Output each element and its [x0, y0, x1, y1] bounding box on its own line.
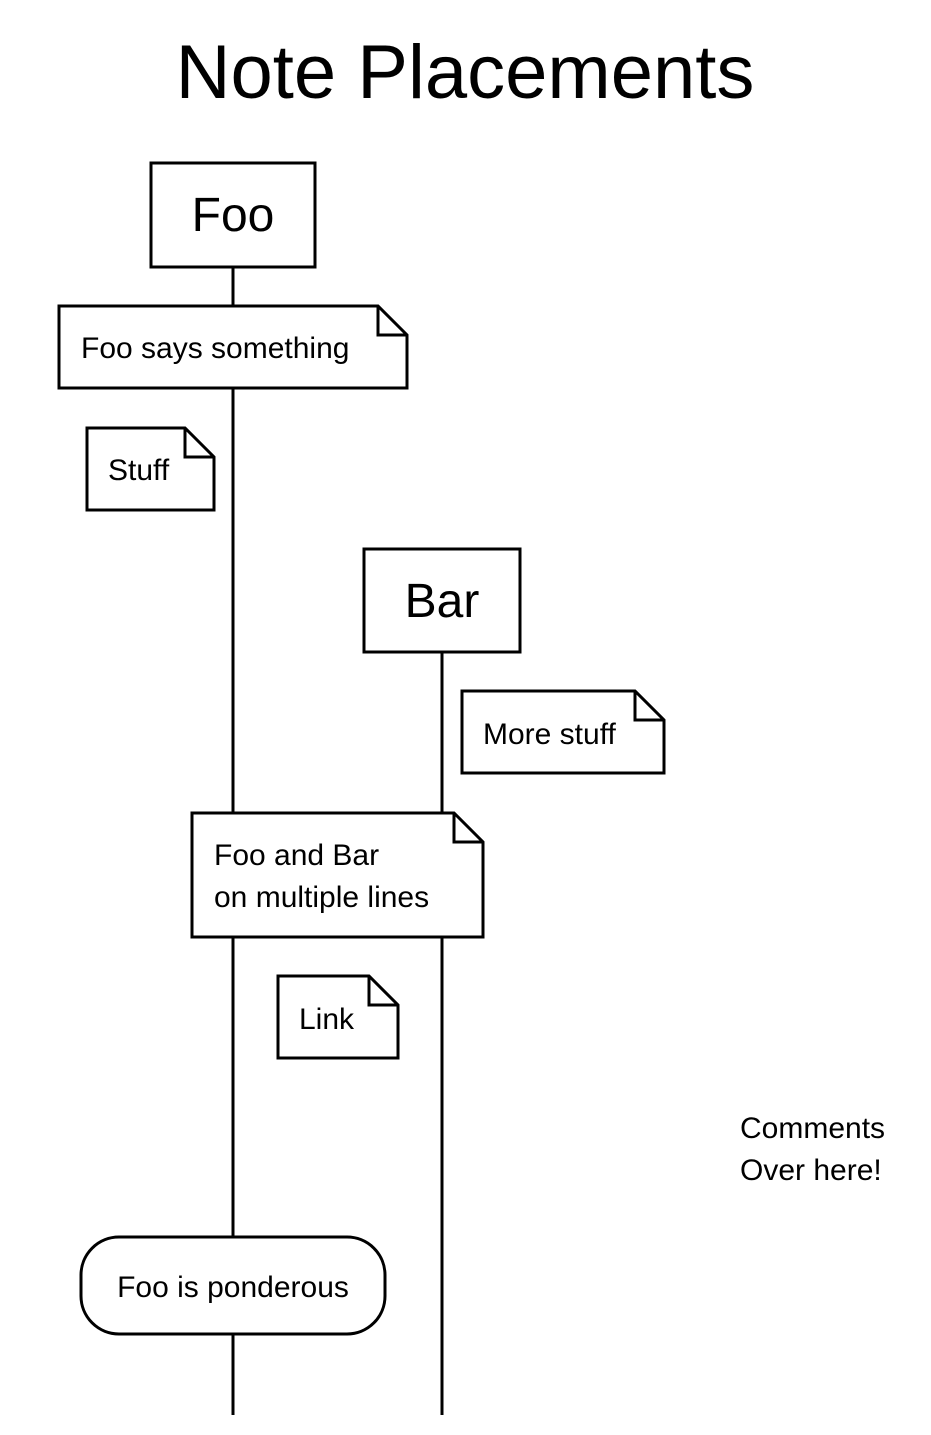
actor-foo-box	[149, 161, 317, 269]
comments-line2: Over here!	[740, 1154, 882, 1187]
note-foo-and-bar-line1: Foo and Bar	[214, 839, 379, 872]
comments-text: Comments Over here!	[740, 1112, 885, 1187]
note-foo-and-bar-shape	[190, 811, 485, 939]
note-stuff: Stuff	[85, 426, 216, 512]
note-foo-says-fold	[376, 306, 407, 337]
note-foo-and-bar-fold	[452, 813, 483, 844]
note-stuff-shape	[85, 426, 216, 512]
note-foo-ponderous-shape	[79, 1235, 387, 1336]
note-more-stuff: More stuff	[460, 689, 666, 775]
actor-bar-box	[362, 547, 522, 654]
note-stuff-label: Stuff	[108, 454, 170, 487]
note-foo-ponderous: Foo is ponderous	[79, 1235, 387, 1336]
actor-bar-label: Bar	[405, 575, 480, 628]
actor-foo-label: Foo	[192, 189, 275, 242]
actor-foo: Foo	[149, 161, 317, 269]
note-foo-ponderous-label: Foo is ponderous	[117, 1271, 349, 1304]
note-more-stuff-label: More stuff	[483, 718, 616, 751]
note-more-stuff-shape	[460, 689, 666, 775]
note-link-label[interactable]: Link	[299, 1003, 355, 1036]
diagram-title: Note Placements	[176, 30, 755, 115]
note-more-stuff-fold	[633, 691, 664, 722]
note-link[interactable]: Link	[276, 974, 400, 1060]
actor-bar: Bar	[362, 547, 522, 654]
note-foo-says-label: Foo says something	[81, 332, 349, 365]
comments-line1: Comments	[740, 1112, 885, 1145]
note-foo-says-shape	[57, 304, 409, 390]
note-foo-says-something: Foo says something	[57, 304, 409, 390]
note-foo-and-bar: Foo and Bar on multiple lines	[190, 811, 485, 939]
note-link-fold	[367, 976, 398, 1007]
note-stuff-fold	[183, 428, 214, 459]
note-foo-and-bar-line2: on multiple lines	[214, 881, 429, 914]
